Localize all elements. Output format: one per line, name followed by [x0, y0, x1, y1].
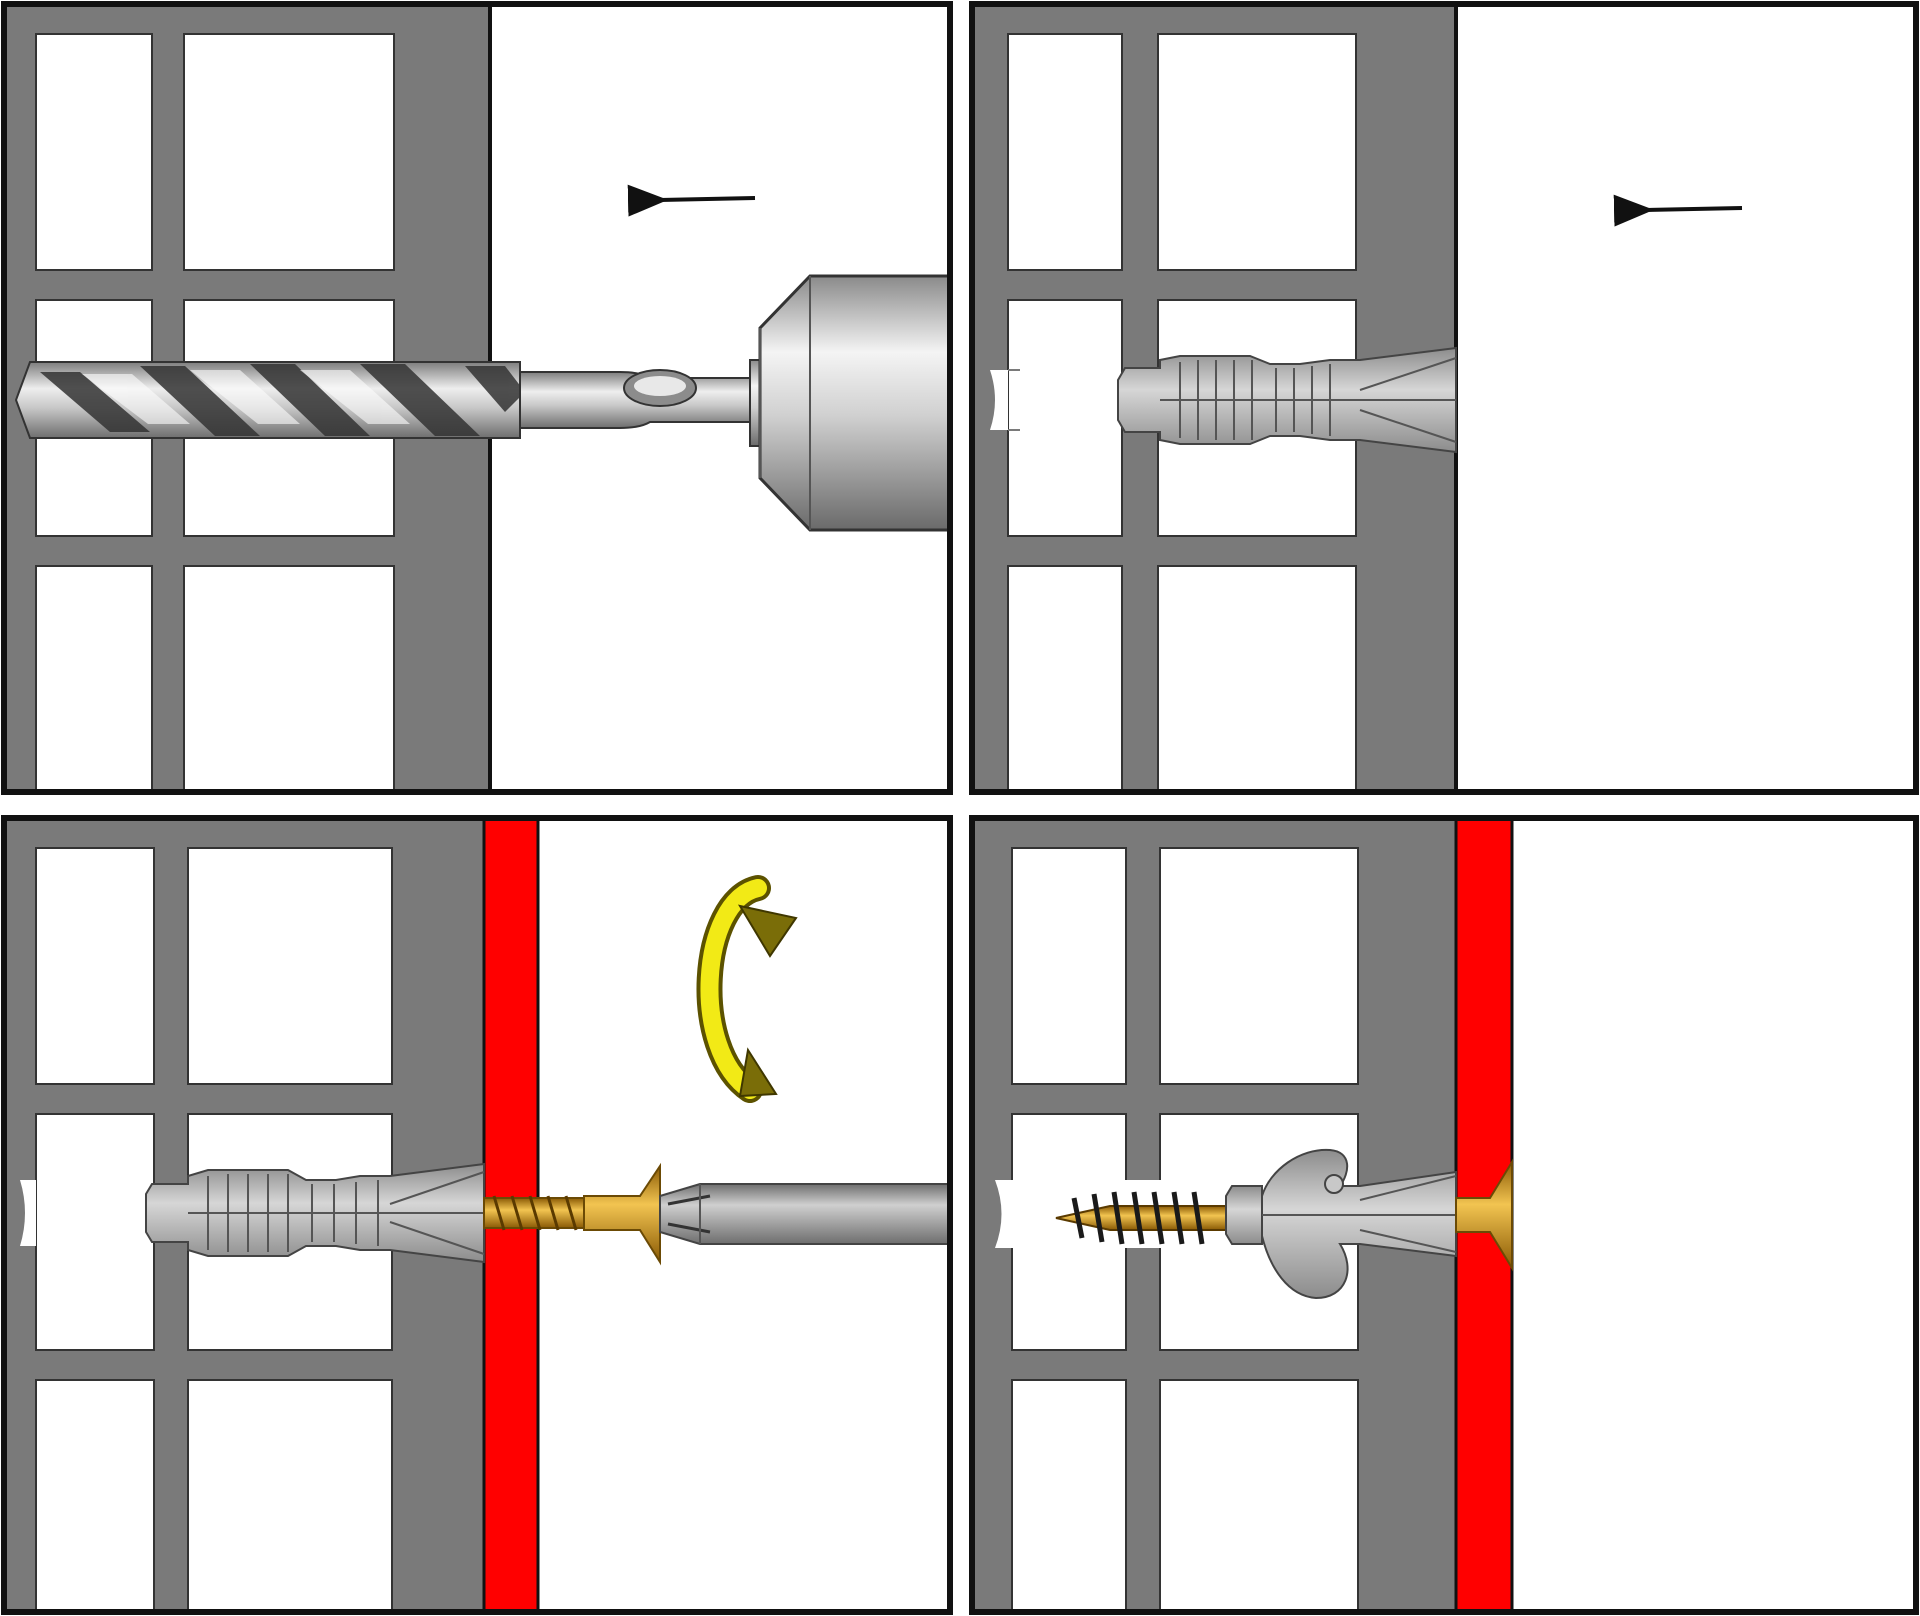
- wall-plug: [1117, 346, 1457, 454]
- left-arrow-icon: [1613, 194, 1743, 227]
- panel-4-plug-expanded: [969, 815, 1919, 1615]
- panel-2-insert-plug: [969, 1, 1919, 795]
- hole: [20, 1180, 36, 1246]
- screw: [483, 1162, 661, 1266]
- panel-3-drive-screw: [1, 815, 953, 1615]
- wall-plug: [145, 1162, 485, 1264]
- screwdriver: [659, 1183, 951, 1245]
- panel-1-drill-hole: [1, 1, 953, 795]
- hole: [990, 369, 1020, 431]
- rotation-arrow-icon: [696, 875, 798, 1103]
- left-arrow-icon: [627, 184, 756, 217]
- screw-head: [1455, 1158, 1513, 1272]
- screw-tip: [1055, 1191, 1231, 1245]
- drill-chuck: [749, 274, 952, 532]
- expanded-wall-plug: [1225, 1148, 1457, 1300]
- drill-bit: [14, 361, 751, 439]
